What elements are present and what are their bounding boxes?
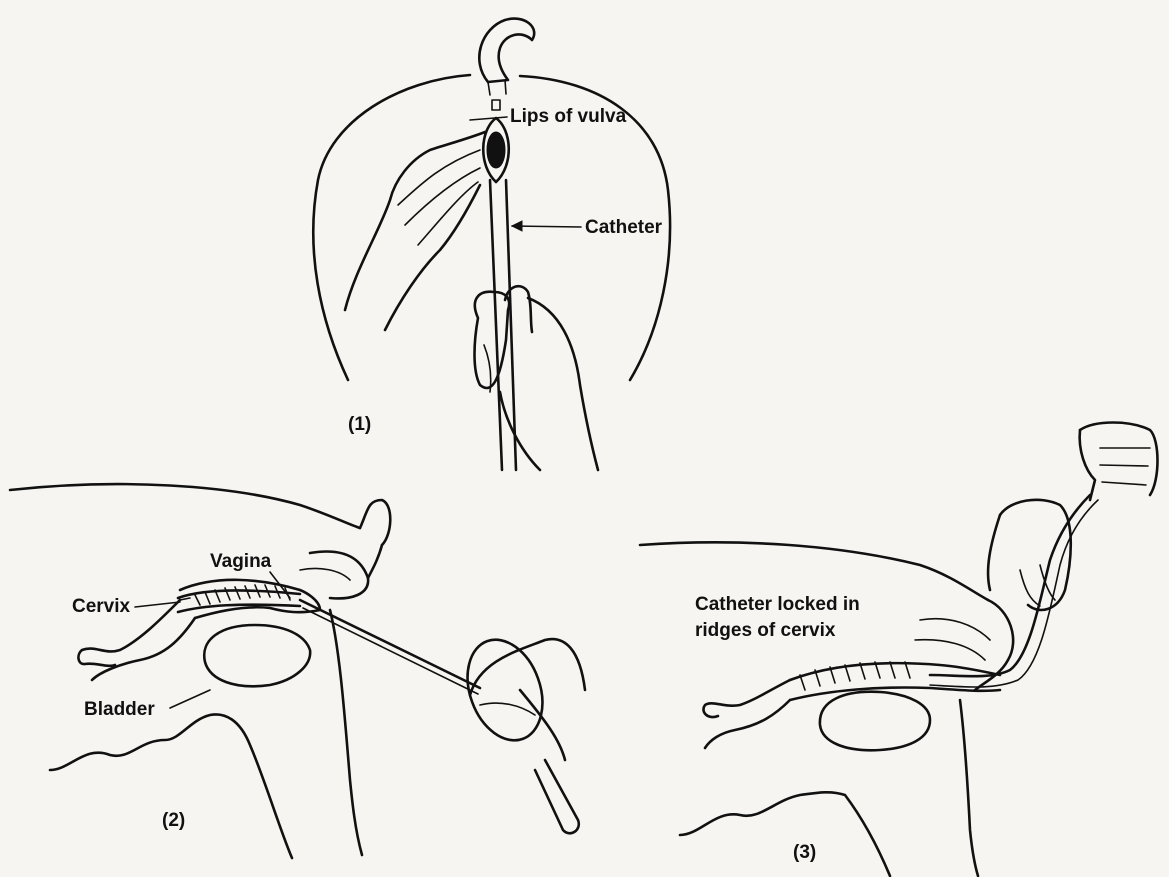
panel-1-illustration	[313, 19, 670, 470]
tail	[479, 19, 534, 82]
pointer-bladder	[170, 690, 210, 708]
label-catheter-locked-2: ridges of cervix	[695, 620, 836, 641]
label-catheter-locked-1: Catheter locked in	[695, 594, 860, 615]
panel-label-1: (1)	[348, 414, 371, 435]
panel-2-illustration	[10, 484, 585, 858]
hand-circle	[454, 629, 555, 751]
label-lips-of-vulva: Lips of vulva	[510, 106, 627, 127]
back-outline-3	[640, 542, 988, 600]
label-bladder: Bladder	[84, 699, 155, 720]
rump-outline	[313, 75, 470, 380]
pointer-vagina	[270, 572, 290, 598]
left-hand	[345, 132, 485, 310]
back-outline	[10, 484, 360, 528]
label-vagina: Vagina	[210, 551, 272, 572]
panel-3-illustration	[640, 423, 1158, 877]
panel-label-2: (2)	[162, 810, 185, 831]
right-hand	[475, 292, 510, 388]
label-cervix: Cervix	[72, 596, 131, 617]
pointer-lips	[470, 117, 507, 120]
cervix-rings	[180, 585, 290, 605]
catheter-panel2	[300, 600, 480, 688]
vagina-tract	[180, 580, 320, 618]
catheter-rod	[490, 180, 502, 470]
panel-label-3: (3)	[793, 842, 816, 863]
label-catheter: Catheter	[585, 217, 663, 238]
bladder	[204, 625, 310, 686]
